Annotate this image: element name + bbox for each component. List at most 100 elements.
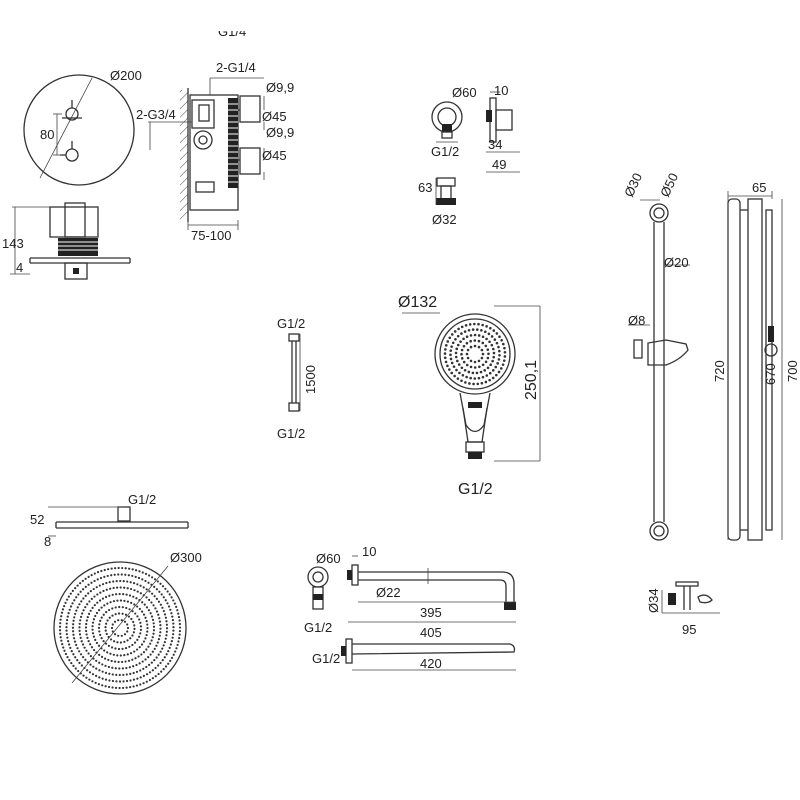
nozzle-dot [82, 656, 85, 659]
nozzle-dot [146, 626, 149, 630]
nozzle-dot [167, 605, 171, 608]
nozzle-dot [112, 586, 115, 590]
nozzle-dot [114, 613, 117, 616]
nozzle-dot [486, 356, 490, 360]
valve-collar-1-label: Ø45 [262, 109, 287, 124]
nozzle-dot [82, 674, 85, 677]
nozzle-dot [178, 626, 182, 629]
nozzle-dot [94, 681, 97, 684]
nozzle-dot [109, 601, 112, 604]
nozzle-dot [72, 664, 75, 667]
nozzle-dot [177, 615, 181, 619]
nozzle-dot [151, 650, 154, 653]
nozzle-dot [108, 679, 111, 682]
nozzle-dot [136, 615, 139, 618]
nozzle-dot [120, 619, 123, 622]
nozzle-dot [73, 637, 76, 640]
nozzle-dot [473, 344, 477, 348]
nozzle-dot [178, 622, 181, 626]
nozzle-dot [74, 667, 77, 670]
mixer-diameter-label: Ø200 [110, 68, 142, 83]
nozzle-dot [468, 382, 471, 385]
nozzle-dot [129, 679, 132, 682]
nozzle-dot [64, 601, 67, 604]
overhead-shower-front-view: Ø300 [53, 550, 202, 695]
nozzle-dot [176, 643, 179, 647]
nozzle-dot [481, 375, 485, 379]
nozzle-dot [150, 639, 153, 642]
nozzle-dot [139, 628, 143, 631]
nozzle-dot [167, 662, 170, 665]
nozzle-dot [91, 680, 94, 683]
nozzle-dot [145, 648, 148, 651]
nozzle-dot [464, 381, 467, 384]
nozzle-dot [59, 636, 62, 639]
nozzle-dot [109, 587, 112, 590]
nozzle-dot [135, 670, 139, 673]
nozzle-dot [473, 322, 476, 326]
nozzle-dot [488, 340, 491, 344]
nozzle-dot [112, 580, 115, 583]
nozzle-dot [162, 609, 165, 613]
nozzle-dot [172, 599, 175, 602]
nozzle-dot [162, 596, 165, 599]
nozzle-dot [454, 337, 457, 341]
nozzle-dot [81, 579, 84, 583]
nozzle-dot [142, 667, 145, 670]
mixer-plate-label: 4 [16, 260, 23, 275]
nozzle-dot [100, 637, 103, 640]
nozzle-dot [500, 338, 503, 342]
nozzle-dot [149, 642, 152, 645]
nozzle-dot [74, 587, 77, 590]
nozzle-dot [132, 631, 135, 634]
nozzle-dot [111, 679, 115, 683]
nozzle-dot [503, 355, 507, 358]
nozzle-dot [138, 646, 141, 649]
nozzle-dot [159, 631, 162, 634]
arm-total-length-label: 405 [420, 625, 442, 640]
nozzle-dot [84, 626, 88, 629]
nozzle-dot [118, 592, 121, 596]
nozzle-dot [120, 573, 123, 576]
nozzle-dot [134, 612, 137, 615]
nozzle-dot [473, 333, 477, 337]
nozzle-dot [98, 669, 101, 672]
nozzle-dot [70, 661, 73, 665]
valve-spindle-2-label: Ø9,9 [266, 125, 294, 140]
nozzle-dot [73, 616, 76, 619]
nozzle-dot [126, 626, 130, 630]
nozzle-dot [503, 351, 507, 354]
nozzle-dot [104, 595, 108, 599]
nozzle-dot [480, 329, 483, 332]
nozzle-dot [172, 629, 175, 632]
head-diameter-label: Ø300 [170, 550, 202, 565]
nozzle-dot [150, 601, 153, 604]
outlet-thread-label: G1/2 [431, 144, 459, 159]
nozzle-dot [170, 656, 174, 659]
nozzle-dot [131, 658, 134, 661]
nozzle-dot [132, 665, 135, 668]
head-thread-label: G1/2 [128, 492, 156, 507]
nozzle-dot [127, 615, 131, 618]
spout-thread-label: G1/2 [312, 651, 340, 666]
nozzle-dot [473, 377, 477, 380]
nozzle-dot [123, 599, 126, 602]
nozzle-dot [91, 621, 95, 624]
nozzle-dot [129, 672, 132, 675]
nozzle-dot [86, 603, 89, 606]
nozzle-dot [449, 353, 452, 357]
nozzle-dot [89, 663, 92, 666]
nozzle-dot [133, 603, 136, 606]
nozzle-dot [91, 625, 94, 628]
nozzle-dot [159, 661, 162, 665]
nozzle-dot [159, 650, 162, 653]
nozzle-dot [124, 647, 128, 650]
nozzle-dot [85, 676, 88, 679]
nozzle-dot [443, 356, 447, 360]
valve-body-view: 2-G1/4 2-G3/4 Ø9,9 Ø45 Ø9,9 Ø45 75-100 [136, 60, 294, 243]
nozzle-dot [450, 333, 454, 336]
nozzle-dot [121, 606, 124, 609]
nozzle-dot [465, 335, 469, 339]
nozzle-dot [98, 623, 101, 626]
